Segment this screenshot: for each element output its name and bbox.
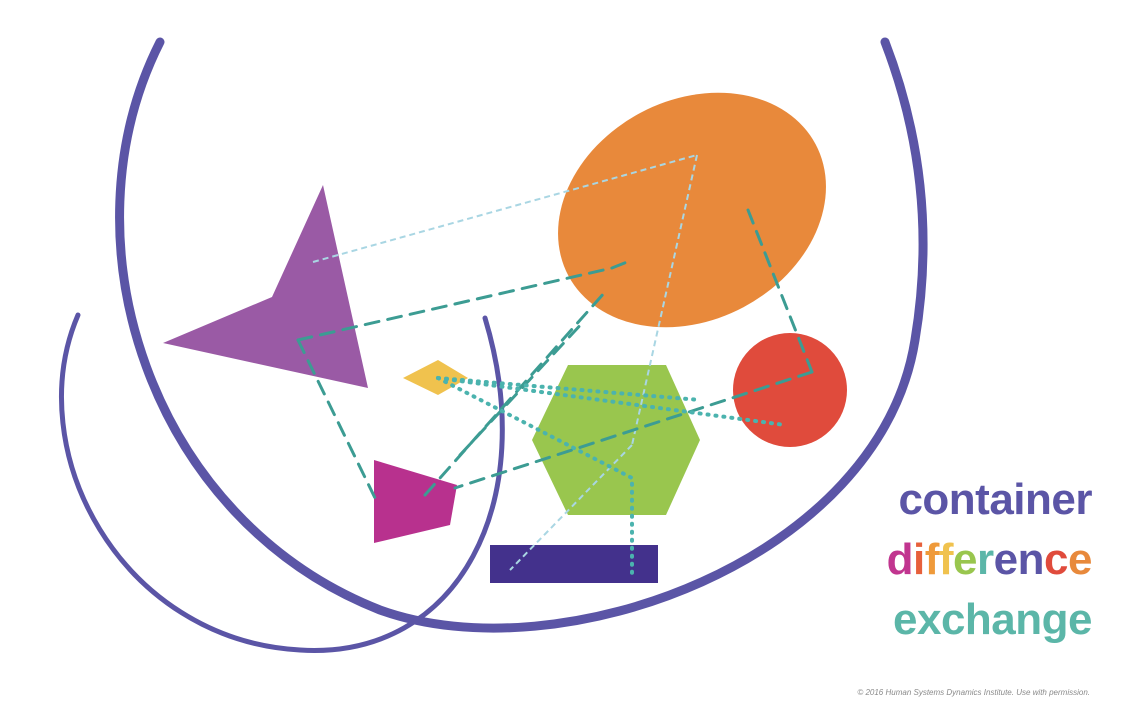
legend: container difference exchange [886,470,1093,650]
copyright-notice: © 2016 Human Systems Dynamics Institute.… [857,688,1090,697]
legend-exchange: exchange [893,595,1092,644]
large-container-arc [115,37,928,633]
thin-exchange-lines [312,154,698,571]
green-hexagon [532,365,700,515]
dashed-exchange-lines [296,208,814,502]
legend-difference: difference [886,535,1093,584]
legend-container: container [898,475,1092,524]
purple-triangle [163,185,368,388]
orange-ellipse [558,92,826,328]
red-circle [733,333,847,447]
magenta-trapezoid [374,460,457,543]
dotted-exchange-lines [436,376,787,577]
small-container-arc [59,312,505,653]
